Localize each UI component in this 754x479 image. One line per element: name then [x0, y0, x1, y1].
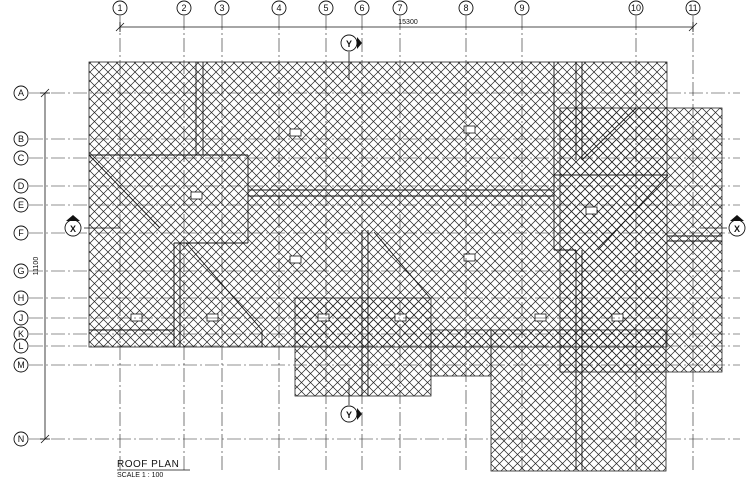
column-grid-bubbles: 1 2 3 4 5 6 7 8 9 10 11	[112, 0, 701, 16]
grid-bubble-B: B	[13, 131, 29, 147]
section-marker-x-west: X	[64, 215, 120, 237]
roof-drain	[130, 313, 143, 322]
grid-bubble-9: 9	[514, 0, 530, 16]
grid-bubble-label: H	[18, 293, 25, 303]
grid-bubble-3: 3	[214, 0, 230, 16]
overall-width-dimension	[115, 22, 698, 32]
grid-bubble-N: N	[13, 431, 29, 447]
grid-bubble-label: A	[18, 88, 24, 98]
roof-areas	[88, 61, 723, 472]
grid-bubble-label: B	[18, 134, 24, 144]
grid-bubble-8: 8	[458, 0, 474, 16]
grid-bubble-label: 2	[181, 3, 186, 13]
section-x-label: X	[734, 224, 740, 234]
grid-bubble-label: F	[18, 228, 24, 238]
roof-drain-symbols	[130, 125, 624, 322]
roof-south-center	[294, 297, 432, 397]
roof-south-east	[490, 329, 667, 472]
roof-drain	[611, 313, 624, 322]
roof-drain	[463, 253, 476, 262]
grid-bubble-D: D	[13, 178, 29, 194]
roof-east-wing	[559, 107, 723, 373]
grid-bubble-label: 1	[117, 3, 122, 13]
grid-bubble-10: 10	[628, 0, 644, 16]
grid-bubble-A: A	[13, 85, 29, 101]
grid-bubble-C: C	[13, 150, 29, 166]
grid-bubble-label: K	[18, 329, 24, 339]
roof-drain	[463, 125, 476, 134]
section-x-label: X	[70, 224, 76, 234]
grid-bubble-G: G	[13, 263, 29, 279]
roof-drain	[289, 128, 302, 137]
drawing-scale: SCALE 1 : 100	[117, 472, 163, 479]
grid-bubble-label: M	[17, 360, 25, 370]
grid-bubble-label: D	[18, 181, 25, 191]
overall-width-label: 15300	[398, 19, 418, 26]
vertical-grid-lines	[119, 16, 694, 472]
grid-bubble-label: L	[18, 341, 23, 351]
grid-bubble-label: 6	[359, 3, 364, 13]
grid-bubble-label: 7	[397, 3, 402, 13]
roof-drain	[585, 206, 598, 215]
grid-bubble-11: 11	[685, 0, 701, 16]
grid-bubble-label: 5	[323, 3, 328, 13]
roof-drain	[206, 313, 219, 322]
grid-bubble-label: 8	[463, 3, 468, 13]
grid-bubble-1: 1	[112, 0, 128, 16]
roof-drain	[190, 191, 203, 200]
grid-bubble-label: N	[18, 434, 25, 444]
grid-bubble-E: E	[13, 197, 29, 213]
roof-drain	[317, 313, 330, 322]
grid-bubble-4: 4	[271, 0, 287, 16]
grid-bubble-L: L	[13, 338, 29, 354]
roof-drain	[289, 255, 302, 264]
grid-bubble-2: 2	[176, 0, 192, 16]
section-marker-x-east: X	[700, 215, 746, 237]
grid-bubble-label: 11	[688, 3, 697, 13]
grid-bubble-6: 6	[354, 0, 370, 16]
grid-bubble-label: J	[19, 313, 24, 323]
roof-drain	[534, 313, 547, 322]
grid-bubble-label: C	[18, 153, 25, 163]
roof-middle-strip	[430, 329, 492, 377]
grid-bubble-7: 7	[392, 0, 408, 16]
grid-bubble-M: M	[13, 357, 29, 373]
drawing-title: ROOF PLAN	[117, 459, 179, 470]
section-y-label: Y	[346, 410, 352, 420]
section-marker-y-north: Y	[340, 34, 362, 80]
grid-bubble-label: 3	[219, 3, 224, 13]
horizontal-grid-lines	[29, 92, 740, 440]
grid-bubble-label: 4	[276, 3, 281, 13]
grid-bubble-label: 9	[519, 3, 524, 13]
section-marker-y-south: Y	[340, 378, 362, 423]
overall-height-dimension	[40, 88, 50, 444]
grid-bubble-H: H	[13, 290, 29, 306]
grid-bubble-5: 5	[318, 0, 334, 16]
roof-drain	[394, 313, 407, 322]
roof-ridge-lines	[88, 62, 722, 470]
grid-bubble-J: J	[13, 310, 29, 326]
grid-bubble-label: 10	[631, 3, 641, 13]
overall-height-label: 11100	[33, 257, 40, 276]
grid-bubble-label: G	[17, 266, 24, 276]
grid-bubble-label: E	[18, 200, 24, 210]
section-y-label: Y	[346, 39, 352, 49]
grid-bubble-F: F	[13, 225, 29, 241]
